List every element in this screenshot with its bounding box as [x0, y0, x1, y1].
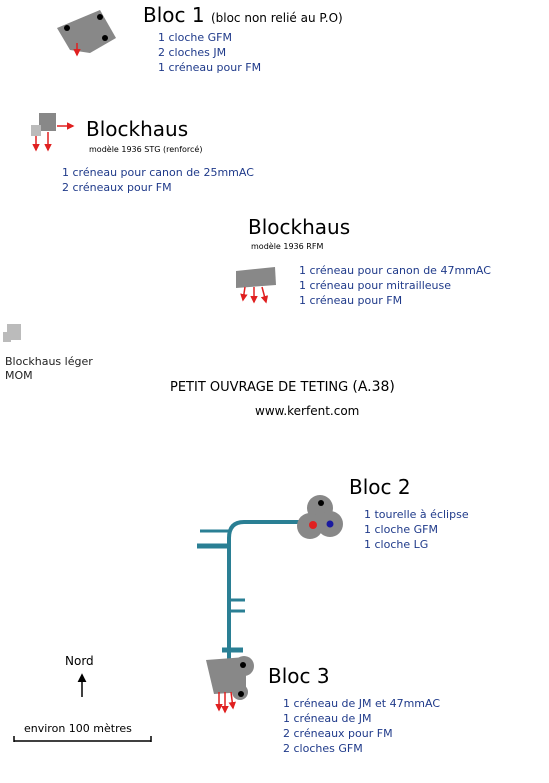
list-item: 2 cloches GFM [283, 742, 363, 755]
list-item: 1 cloche GFM [364, 523, 438, 536]
blockhaus-mom-shape [3, 324, 21, 342]
bloc1-shape [57, 10, 116, 57]
bloc3-armament-list: 1 créneau de JM et 47mmAC 1 créneau de J… [283, 696, 440, 756]
blockhaus-rfm-title: Blockhaus [248, 215, 351, 239]
blockhaus-stg-title: Blockhaus [86, 117, 189, 141]
scale-label: environ 100 mètres [24, 722, 132, 735]
bloc2-turret-dot [309, 521, 317, 529]
bloc3-cloche-dot [240, 662, 246, 668]
website-label: www.kerfent.com [255, 404, 360, 418]
blockhaus-rfm-fire-arrow [240, 286, 248, 302]
bloc3-title: Bloc 3 [268, 664, 330, 688]
list-item: 1 tourelle à éclipse [364, 508, 469, 521]
bloc1-cloche-dot [102, 35, 108, 41]
bloc3-cloche-dot [238, 691, 244, 697]
list-item: 1 créneau pour mitrailleuse [299, 279, 451, 292]
list-item: 2 cloches JM [158, 46, 227, 59]
bloc1-title: Bloc 1 (bloc non relié au P.O) [143, 3, 343, 27]
blockhaus-stg-model: modèle 1936 STG (renforcé) [89, 145, 203, 154]
blockhaus-rfm-fire-arrow [260, 286, 269, 304]
blockhaus-rfm-shape [236, 267, 276, 304]
ouvrage-name: PETIT OUVRAGE DE TETING [170, 380, 349, 395]
blockhaus-mom-line: Blockhaus léger [5, 355, 93, 368]
blockhaus-mom-label: Blockhaus léger MOM [5, 355, 93, 383]
scale-bar [13, 736, 152, 742]
list-item: 1 créneau pour canon de 47mmAC [299, 264, 491, 277]
list-item: 1 créneau pour canon de 25mmAC [62, 166, 254, 179]
blockhaus-rfm-armament-list: 1 créneau pour canon de 47mmAC 1 créneau… [299, 263, 491, 308]
bloc1-note: (bloc non relié au P.O) [210, 11, 343, 25]
list-item: 2 créneaux pour FM [62, 181, 172, 194]
blockhaus-mom-line: MOM [5, 369, 33, 382]
list-item: 1 cloche LG [364, 538, 429, 551]
bloc1-armament-list: 1 cloche GFM 2 cloches JM 1 créneau pour… [158, 30, 261, 75]
bloc2-cloche-dot [318, 500, 324, 506]
list-item: 1 créneau de JM et 47mmAC [283, 697, 441, 710]
blockhaus-rfm-model: modèle 1936 RFM [251, 242, 324, 251]
bloc3-fire-arrow [228, 691, 236, 710]
bloc3-shape [206, 656, 254, 714]
blockhaus-stg-shape [31, 113, 75, 152]
bloc1-name: Bloc 1 [143, 3, 205, 27]
bloc2-title: Bloc 2 [349, 475, 411, 499]
list-item: 1 créneau pour FM [299, 294, 403, 307]
north-label: Nord [65, 654, 94, 668]
list-item: 1 créneau pour FM [158, 61, 262, 74]
page-title: PETIT OUVRAGE DE TETING (A.38) [170, 379, 395, 395]
list-item: 2 créneaux pour FM [283, 727, 393, 740]
bloc1-cloche-dot [64, 25, 70, 31]
bloc1-cloche-dot [97, 14, 103, 20]
blockhaus-stg-armament-list: 1 créneau pour canon de 25mmAC 2 créneau… [62, 165, 254, 195]
list-item: 1 cloche GFM [158, 31, 232, 44]
bloc2-armament-list: 1 tourelle à éclipse 1 cloche GFM 1 cloc… [364, 507, 469, 552]
bloc2-shape [297, 495, 343, 539]
list-item: 1 créneau de JM [283, 712, 372, 725]
ouvrage-code: (A.38) [352, 379, 395, 395]
gallery-network [197, 520, 300, 660]
bloc2-cloche-dot [326, 520, 334, 528]
